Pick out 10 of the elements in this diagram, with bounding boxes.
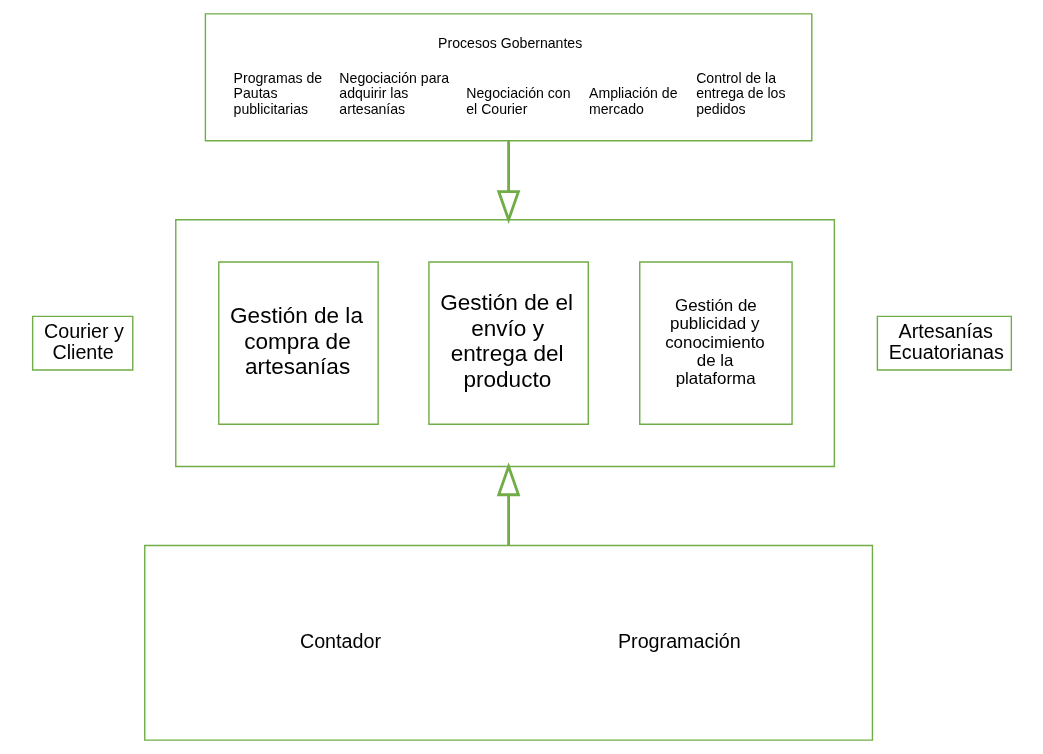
arrow: [496, 141, 520, 225]
node-box: Contador Programación: [143, 544, 873, 741]
node-box: Procesos Gobernantes Programas de Pautas publicitarias Negociación para adquirir las artesanías Negociación con el Courier Ampliación de mercado Control de la entrega de los pedidos: [204, 13, 812, 142]
node-box: Gestión de publicidad y conocimiento de la plataforma: [638, 261, 793, 425]
node-box: Gestión de el envío y entrega del producto: [427, 261, 589, 425]
node-box: Gestión de la compra de artesanías: [217, 261, 379, 425]
arrow: [496, 462, 520, 546]
cluster: [174, 219, 835, 468]
node-box: Courier y Cliente: [31, 315, 133, 371]
node-box: Artesanías Ecuatorianas: [876, 315, 1012, 371]
